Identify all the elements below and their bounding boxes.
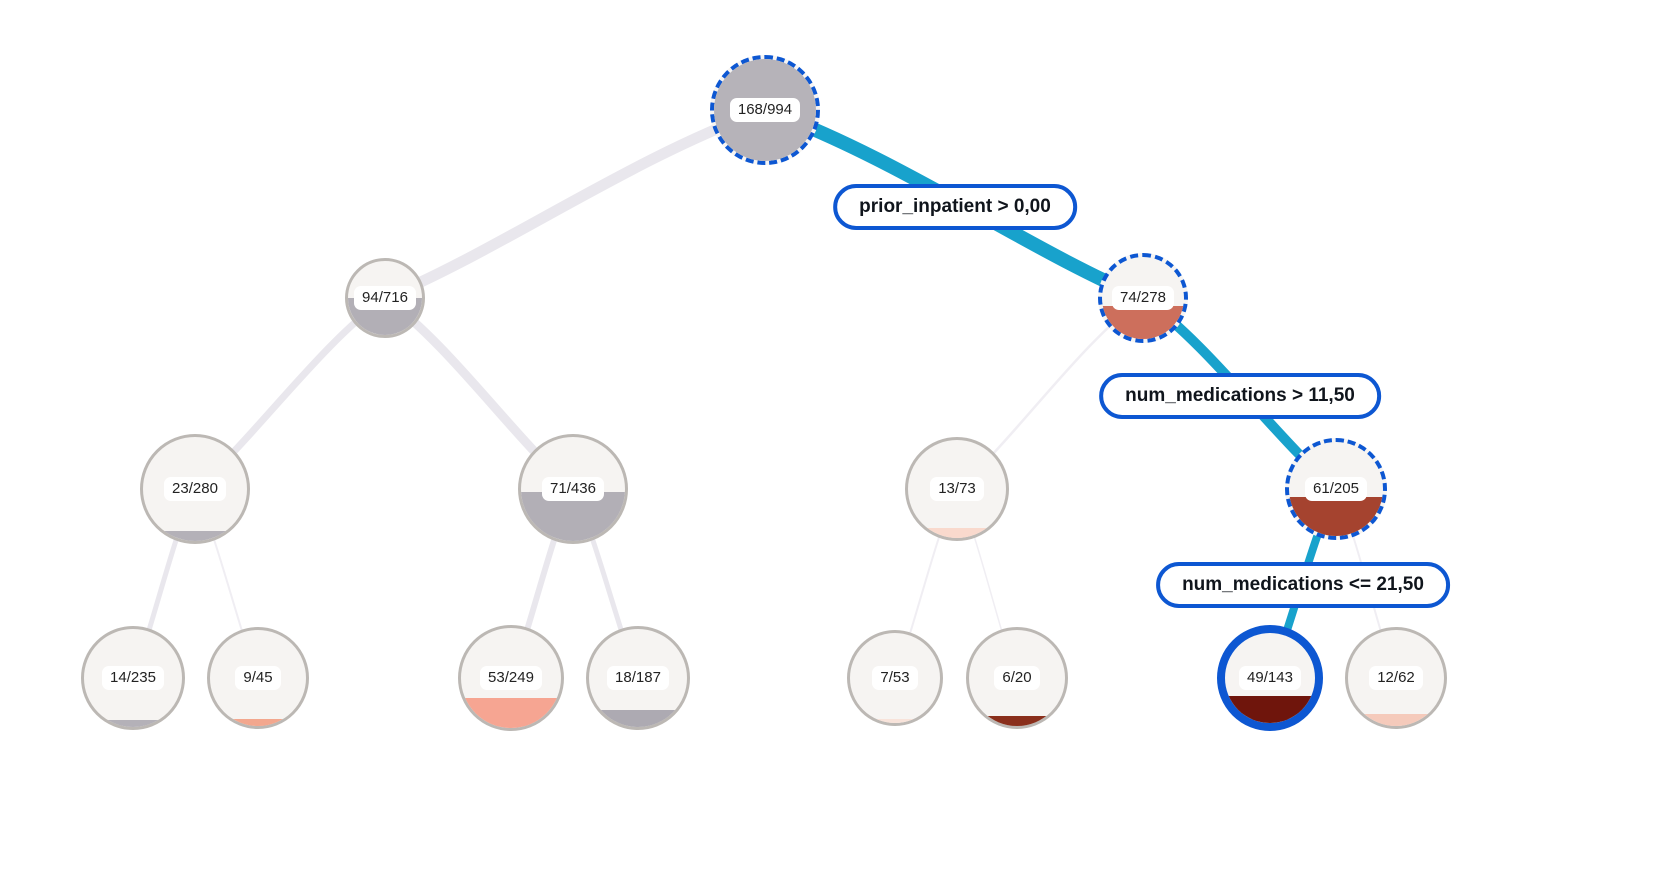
node-fill-bar [850, 718, 940, 723]
node-fill-bar [1289, 496, 1383, 536]
node-fill-bar [143, 530, 247, 541]
node-count-label: 168/994 [729, 98, 801, 122]
tree-node-n9[interactable]: 9/45 [207, 627, 309, 729]
tree-node-n23[interactable]: 23/280 [140, 434, 250, 544]
node-fill-bar [1348, 714, 1444, 726]
tree-node-n53[interactable]: 53/249 [458, 625, 564, 731]
tree-node-n94[interactable]: 94/716 [345, 258, 425, 338]
tree-node-n7[interactable]: 7/53 [847, 630, 943, 726]
node-count-label: 61/205 [1305, 477, 1367, 501]
tree-node-n74[interactable]: 74/278 [1098, 253, 1188, 343]
node-fill-bar [1102, 306, 1184, 339]
node-fill-bar [908, 528, 1006, 538]
node-fill-bar [84, 720, 182, 727]
tree-node-n49[interactable]: 49/143 [1217, 625, 1323, 731]
node-count-label: 71/436 [542, 477, 604, 501]
tree-node-n18[interactable]: 18/187 [586, 626, 690, 730]
tree-node-n13[interactable]: 13/73 [905, 437, 1009, 541]
node-count-label: 94/716 [354, 286, 416, 310]
split-condition-label: num_medications <= 21,50 [1156, 562, 1450, 608]
node-fill-bar [210, 719, 306, 726]
node-count-label: 14/235 [102, 666, 164, 690]
tree-node-n6[interactable]: 6/20 [966, 627, 1068, 729]
node-count-label: 18/187 [607, 666, 669, 690]
node-fill-bar [1225, 696, 1315, 723]
tree-node-root[interactable]: 168/994 [710, 55, 820, 165]
node-count-label: 49/143 [1239, 666, 1301, 690]
tree-node-n61[interactable]: 61/205 [1285, 438, 1387, 540]
node-count-label: 9/45 [235, 666, 281, 690]
split-condition-label: prior_inpatient > 0,00 [833, 184, 1077, 230]
node-count-label: 6/20 [994, 666, 1040, 690]
node-fill-bar [969, 716, 1065, 726]
tree-edge-root-n94 [379, 104, 771, 304]
node-count-label: 13/73 [930, 477, 984, 501]
node-count-label: 23/280 [164, 477, 226, 501]
node-fill-bar [589, 710, 687, 727]
node-count-label: 53/249 [480, 666, 542, 690]
node-count-label: 74/278 [1112, 286, 1174, 310]
node-fill-bar [461, 698, 561, 728]
tree-node-n71[interactable]: 71/436 [518, 434, 628, 544]
split-condition-label: num_medications > 11,50 [1099, 373, 1381, 419]
node-count-label: 7/53 [872, 666, 918, 690]
tree-node-n12[interactable]: 12/62 [1345, 627, 1447, 729]
tree-node-n14[interactable]: 14/235 [81, 626, 185, 730]
node-count-label: 12/62 [1369, 666, 1423, 690]
